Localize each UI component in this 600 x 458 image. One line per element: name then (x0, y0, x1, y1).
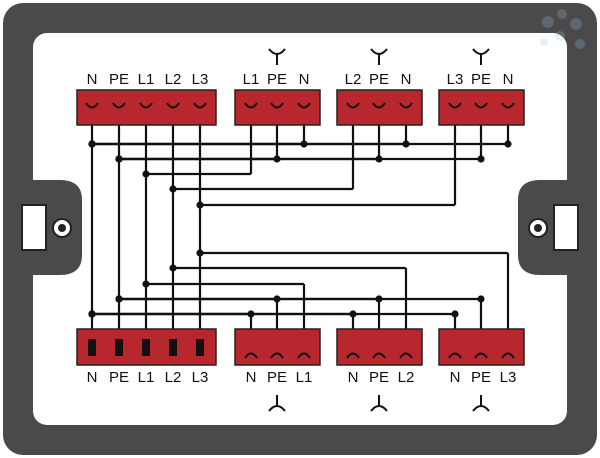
socket-contact-icon (448, 352, 462, 359)
junction-dot (169, 264, 177, 272)
bottom-output-terminal-label: L2 (398, 369, 415, 386)
socket-contact-icon (270, 352, 284, 359)
junction-dot (477, 155, 485, 163)
top-output-terminal-label: L2 (345, 71, 362, 88)
plug-pin-icon (88, 339, 96, 356)
socket-outlet-icon (268, 48, 286, 65)
bottom-output-terminal-label: N (450, 369, 461, 386)
socket-contact-icon (270, 102, 284, 109)
socket-outlet-icon (370, 395, 388, 412)
top-output-terminal-label: N (503, 71, 514, 88)
junction-dot (142, 170, 150, 178)
right-mounting-tab (518, 180, 579, 275)
bottom-main-terminal-label: PE (109, 369, 129, 386)
top-output-terminal-label: PE (369, 71, 389, 88)
socket-contact-icon (139, 102, 153, 109)
socket-contact-icon (193, 102, 207, 109)
bottom-output-connector-1 (234, 328, 321, 366)
bottom-output-connector-2 (336, 328, 423, 366)
junction-dot (477, 295, 485, 303)
socket-outlet-icon (472, 395, 490, 412)
terminal-labels: NNPEPEL1L1L2L2L3L3L1NPEPENL1L2NPEPENL2L3… (87, 48, 517, 412)
socket-contact-icon (501, 102, 515, 109)
top-main-terminal-label: L3 (192, 71, 209, 88)
socket-contact-icon (448, 102, 462, 109)
junction-dot (115, 295, 123, 303)
plug-pin-icon (142, 339, 150, 356)
bottom-output-terminal-label: L1 (296, 369, 313, 386)
socket-contact-icon (474, 102, 488, 109)
socket-contact-icon (474, 352, 488, 359)
socket-outlet-icon (472, 48, 490, 65)
top-main-terminal-label: L1 (138, 71, 155, 88)
junction-dot (169, 185, 177, 193)
bottom-output-terminal-label: L3 (500, 369, 517, 386)
bottom-output-terminal-label: N (246, 369, 257, 386)
top-main-terminal-label: PE (109, 71, 129, 88)
bottom-output-connector-3 (438, 328, 525, 366)
top-output-terminal-label: L1 (243, 71, 260, 88)
socket-contact-icon (166, 102, 180, 109)
socket-contact-icon (297, 352, 311, 359)
plug-pin-icon (169, 339, 177, 356)
bottom-output-terminal-label: PE (267, 369, 287, 386)
junction-dot (451, 310, 459, 318)
socket-contact-icon (372, 352, 386, 359)
top-output-terminal-label: L3 (447, 71, 464, 88)
top-output-terminal-label: PE (267, 71, 287, 88)
top-main-terminal-label: L2 (165, 71, 182, 88)
junction-dot (196, 201, 204, 209)
plug-pin-icon (196, 339, 204, 356)
bottom-main-terminal-label: N (87, 369, 98, 386)
socket-contact-icon (85, 102, 99, 109)
plug-pin-icon (115, 339, 123, 356)
bottom-main-terminal-label: L1 (138, 369, 155, 386)
socket-contact-icon (372, 102, 386, 109)
bottom-main-terminal-label: L2 (165, 369, 182, 386)
left-mounting-tab (21, 180, 82, 275)
junction-dot (88, 140, 96, 148)
top-output-terminal-label: PE (471, 71, 491, 88)
junction-dot (196, 249, 204, 257)
top-output-terminal-label: N (299, 71, 310, 88)
socket-contact-icon (244, 102, 258, 109)
housing-interior (33, 33, 567, 425)
socket-contact-icon (399, 352, 413, 359)
socket-contact-icon (244, 352, 258, 359)
junction-dot (115, 155, 123, 163)
junction-dot (504, 140, 512, 148)
socket-contact-icon (399, 102, 413, 109)
socket-contact-icon (346, 352, 360, 359)
bottom-output-terminal-label: N (348, 369, 359, 386)
socket-contact-icon (501, 352, 515, 359)
socket-contact-icon (346, 102, 360, 109)
connectors (76, 89, 525, 366)
bottom-main-terminal-label: L3 (192, 369, 209, 386)
watermark-logo (540, 9, 585, 49)
bottom-output-terminal-label: PE (471, 369, 491, 386)
wires (88, 113, 512, 341)
socket-contact-icon (297, 102, 311, 109)
socket-outlet-icon (268, 395, 286, 412)
junction-dot (142, 280, 150, 288)
top-output-terminal-label: N (401, 71, 412, 88)
bottom-output-terminal-label: PE (369, 369, 389, 386)
top-main-terminal-label: N (87, 71, 98, 88)
socket-contact-icon (112, 102, 126, 109)
socket-outlet-icon (370, 48, 388, 65)
junction-dot (88, 310, 96, 318)
